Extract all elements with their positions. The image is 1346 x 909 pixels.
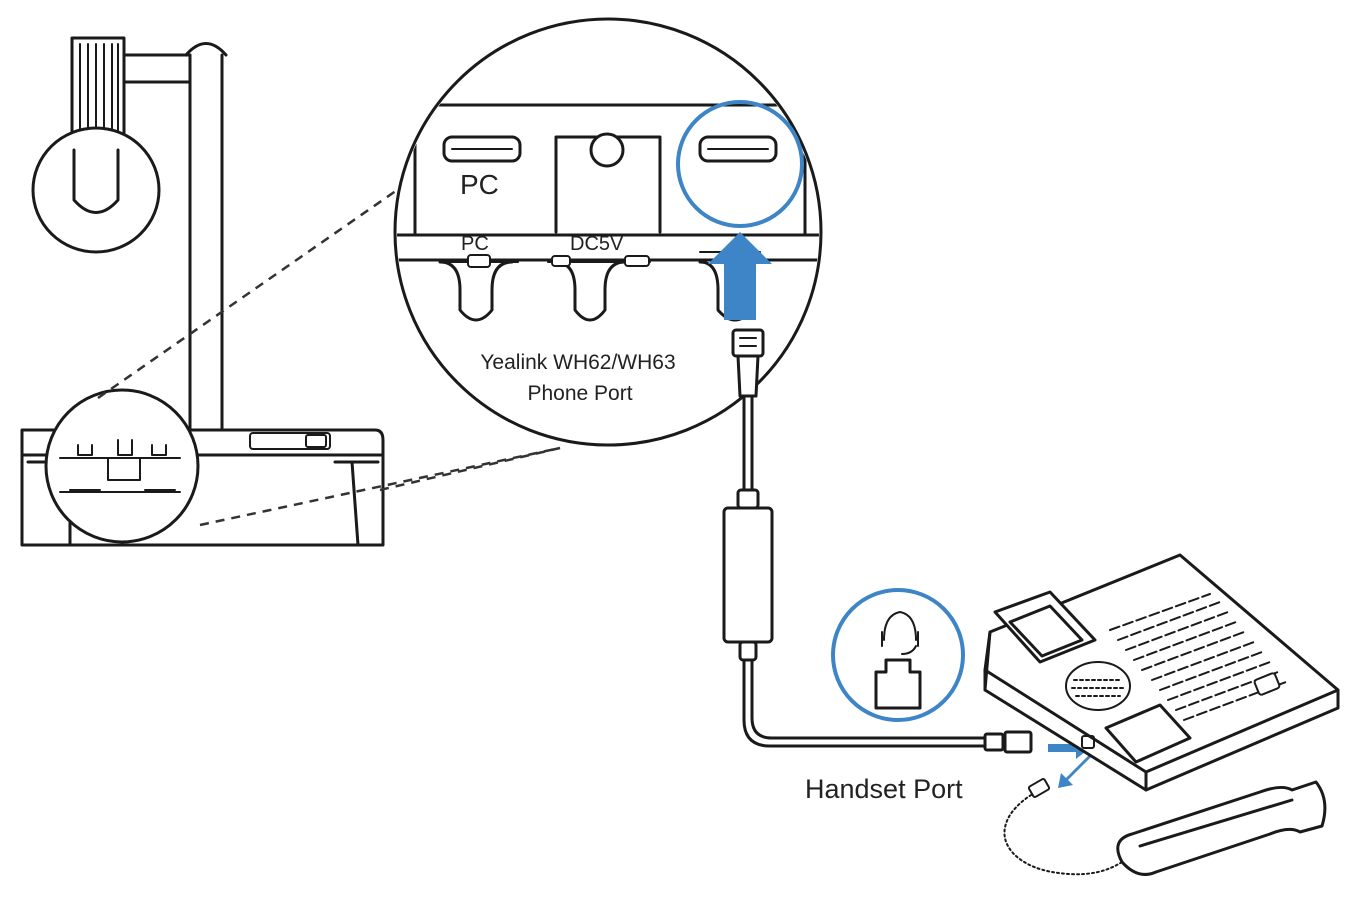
phone-port bbox=[698, 135, 778, 163]
unplug-arrow-icon bbox=[1058, 754, 1092, 788]
handset-jack-icon bbox=[874, 658, 922, 710]
phone-port-highlight bbox=[676, 100, 804, 228]
zoom-guide-lines bbox=[97, 186, 561, 527]
phone-port-label-line2: Phone Port bbox=[527, 382, 632, 405]
pc-label-small: PC bbox=[461, 233, 489, 255]
cable-adapter bbox=[722, 506, 774, 644]
headset-icon bbox=[881, 611, 919, 655]
pc-port bbox=[442, 135, 522, 163]
handset-port-symbol bbox=[831, 588, 965, 722]
dc5v-port bbox=[554, 132, 662, 234]
pc-label-large: PC bbox=[460, 169, 499, 200]
port-detail-magnifier: PC PC DC5V Yealink WH62/WH63 Phone Port bbox=[393, 17, 823, 447]
connection-cable bbox=[722, 328, 1033, 754]
insert-arrow-up-icon bbox=[708, 232, 772, 320]
headset-base-illustration bbox=[20, 36, 385, 547]
desk-phone-illustration bbox=[983, 553, 1340, 876]
phone-port-label-line1: Yealink WH62/WH63 bbox=[480, 351, 675, 374]
dc5v-label: DC5V bbox=[570, 233, 624, 255]
handset-port-label: Handset Port bbox=[805, 774, 963, 804]
